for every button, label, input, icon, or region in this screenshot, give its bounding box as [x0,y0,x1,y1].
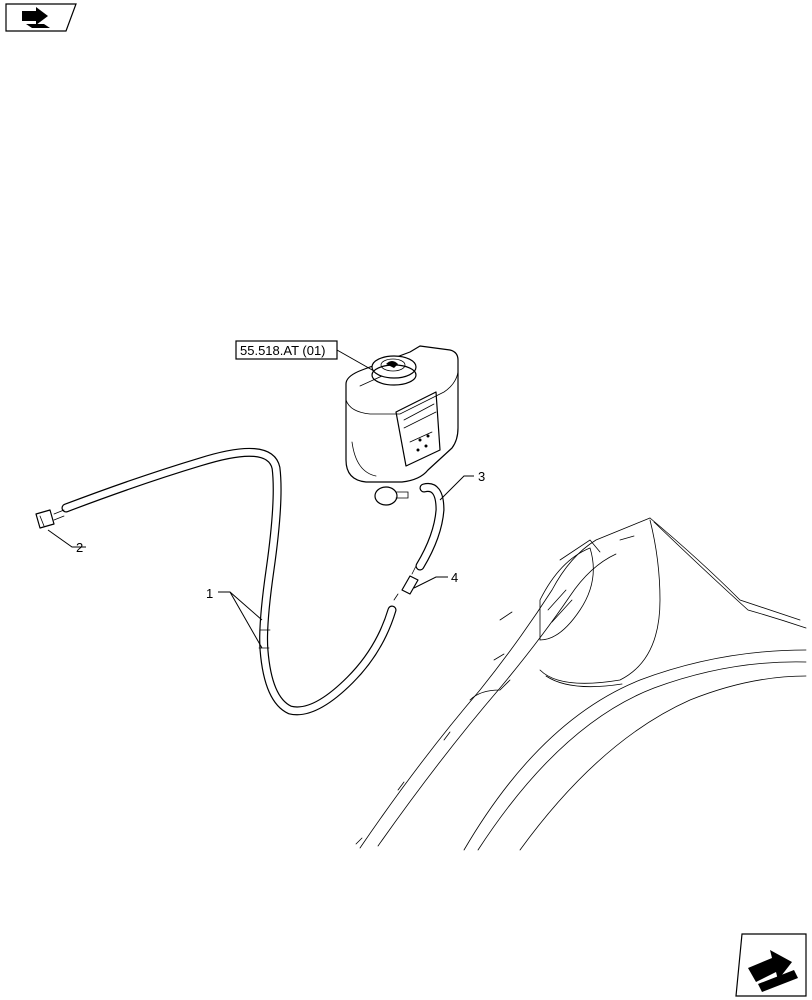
callout-2: 2 [76,540,83,555]
washer-hose-1 [61,447,397,716]
callout-3: 3 [478,469,485,484]
callout-2-leader [47,529,86,548]
fender-panel [355,517,807,851]
washer-reservoir [345,345,459,506]
next-page-arrow-icon[interactable] [735,933,807,997]
callout-3-leader [439,475,474,501]
callout-4-leader [413,576,448,589]
callout-1-leader-a [218,591,263,621]
callout-1: 1 [206,586,213,601]
book-arrow-icon[interactable] [5,3,77,32]
reference-box[interactable]: 55.518.AT (01) [235,340,338,360]
washer-hose-3 [415,483,445,571]
callout-4: 4 [451,570,458,585]
washer-nozzle-2 [35,509,65,529]
reference-label: 55.518.AT (01) [240,343,326,358]
callout-1-leader-b [229,591,263,649]
hose-connector-4 [393,565,419,601]
